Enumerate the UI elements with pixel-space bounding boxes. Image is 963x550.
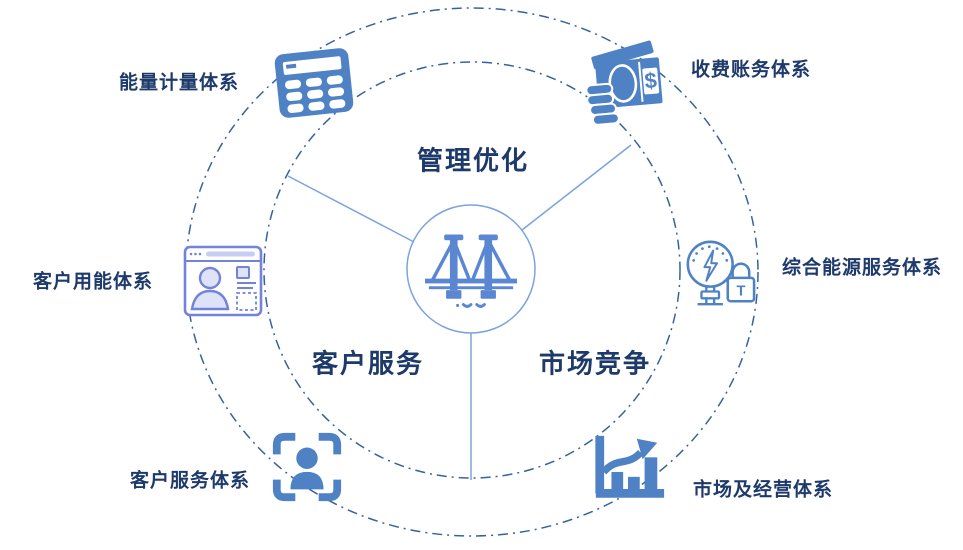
system-label-customer-energy-use: 客户用能体系: [32, 271, 154, 293]
system-label-customer-service-system: 客户服务体系: [129, 470, 251, 492]
divider-line-upper-left: [287, 175, 415, 243]
face-scan-icon: [269, 429, 345, 505]
lock-letter-glyph: T: [736, 283, 745, 299]
bridge-icon: [421, 224, 521, 316]
growth-chart-icon: [588, 431, 670, 509]
money-notes-icon: $: [580, 38, 675, 131]
divider-line-upper-right: [521, 144, 632, 231]
system-label-energy-metering: 能量计量体系: [118, 72, 240, 94]
browser-user-icon: [183, 243, 263, 319]
dollar-glyph: $: [644, 68, 658, 94]
system-label-integrated-energy-service: 综合能源服务体系: [781, 257, 943, 279]
system-label-billing-accounting: 收费账务体系: [690, 59, 812, 81]
sector-label-management-optimization: 管理优化: [416, 145, 530, 176]
middle-dashed-ring: [263, 61, 681, 479]
calculator-icon: [272, 45, 357, 121]
bulb-lock-icon: T: [681, 235, 757, 311]
sector-label-market-competition: 市场竞争: [538, 348, 652, 379]
system-label-market-operation: 市场及经营体系: [692, 479, 834, 501]
sector-label-customer-service: 客户服务: [311, 348, 425, 379]
